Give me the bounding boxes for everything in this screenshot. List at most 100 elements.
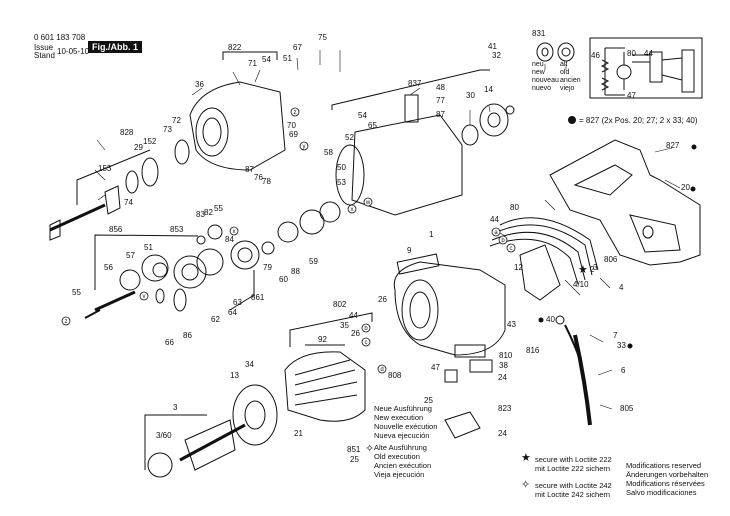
svg-text:54: 54 [358, 111, 367, 120]
svg-text:c: c [365, 340, 368, 346]
issue-date: 10-05-10 [57, 47, 90, 56]
svg-text:12: 12 [514, 263, 523, 272]
svg-text:6: 6 [621, 366, 626, 375]
svg-text:38: 38 [499, 361, 508, 370]
svg-text:47: 47 [431, 363, 440, 372]
svg-text:851: 851 [347, 445, 361, 454]
svg-text:14: 14 [484, 85, 493, 94]
brush-47 [444, 369, 458, 383]
doc-number: 0 601 183 708 [34, 33, 86, 42]
screw-32 [505, 105, 515, 115]
svg-text:827: 827 [666, 141, 680, 150]
commutator-3 [184, 419, 236, 471]
svg-text:54: 54 [262, 55, 271, 64]
svg-text:828: 828 [120, 128, 134, 137]
label-9 [396, 253, 440, 275]
bracket-3 [144, 414, 207, 470]
svg-text:805: 805 [620, 404, 634, 413]
svg-text:24: 24 [498, 373, 507, 382]
svg-text:36: 36 [195, 80, 204, 89]
svg-text:44: 44 [349, 311, 358, 320]
svg-text:3: 3 [173, 403, 178, 412]
svg-text:853: 853 [170, 225, 184, 234]
washer-86 [173, 288, 187, 312]
svg-text:x: x [351, 207, 354, 213]
svg-text:831: 831 [532, 29, 546, 38]
svg-text:837: 837 [408, 79, 422, 88]
svg-text:25: 25 [350, 455, 359, 464]
cable-805 [573, 334, 592, 426]
svg-text:32: 32 [492, 51, 501, 60]
svg-text:84: 84 [225, 235, 234, 244]
svg-text:24: 24 [498, 429, 507, 438]
gear-853 [141, 254, 169, 282]
spindle [49, 203, 106, 232]
bearing-old [557, 42, 575, 62]
svg-text:810: 810 [499, 351, 513, 360]
svg-text:87: 87 [436, 110, 445, 119]
cable-guard [564, 324, 581, 361]
svg-text:25: 25 [424, 396, 433, 405]
motor-symbol [616, 64, 632, 80]
svg-text:52: 52 [345, 133, 354, 142]
switch-12 [519, 244, 561, 301]
svg-text:44: 44 [644, 49, 653, 58]
parts-note: = 827 (2x Pos. 20; 27; 2 x 33; 40) [579, 116, 698, 125]
svg-text:20: 20 [681, 183, 690, 192]
gear-51 [173, 255, 207, 289]
plate-823 [444, 411, 481, 439]
handle-housing [549, 139, 701, 266]
svg-text:35: 35 [340, 321, 349, 330]
svg-text:70: 70 [287, 121, 296, 130]
svg-text:51: 51 [144, 243, 153, 252]
svg-text:153: 153 [98, 164, 112, 173]
svg-text:66: 66 [165, 338, 174, 347]
svg-text:3: 3 [593, 263, 598, 272]
svg-text:53: 53 [337, 178, 346, 187]
svg-text:4: 4 [619, 283, 624, 292]
ring-30 [461, 124, 479, 146]
svg-text:46: 46 [591, 51, 600, 60]
svg-text:56: 56 [104, 263, 113, 272]
svg-text:48: 48 [436, 83, 445, 92]
circuit-inset-frame [589, 37, 703, 99]
svg-text:63: 63 [233, 298, 242, 307]
svg-text:26: 26 [351, 329, 360, 338]
ring-59 [299, 209, 325, 235]
field-housing-43 [393, 261, 506, 356]
svg-text:92: 92 [318, 335, 327, 344]
svg-text:51: 51 [283, 54, 292, 63]
svg-text:21: 21 [294, 429, 303, 438]
svg-text:856: 856 [109, 225, 123, 234]
gear-84 [196, 248, 224, 276]
svg-text:83: 83 [196, 210, 205, 219]
bracket-802 [289, 312, 373, 347]
svg-text:29: 29 [134, 143, 143, 152]
svg-text:d: d [380, 367, 383, 373]
ring-88 [277, 221, 299, 243]
svg-text:58: 58 [324, 148, 333, 157]
svg-text:72: 72 [172, 116, 181, 125]
svg-text:806: 806 [604, 255, 618, 264]
fan-53 [319, 201, 341, 223]
svg-text:26: 26 [378, 295, 387, 304]
svg-text:79: 79 [263, 263, 272, 272]
fan-13 [232, 384, 278, 446]
svg-text:3/60: 3/60 [156, 431, 172, 440]
svg-text:67: 67 [293, 43, 302, 52]
svg-text:z: z [294, 110, 297, 116]
svg-text:80: 80 [627, 49, 636, 58]
svg-text:78: 78 [262, 177, 271, 186]
bracket-837 [331, 69, 490, 110]
svg-text:z: z [65, 319, 68, 325]
bracket-822 [222, 51, 278, 60]
ring-60 [261, 241, 275, 255]
svg-text:65: 65 [368, 121, 377, 130]
gear-housing-bore [195, 107, 229, 157]
